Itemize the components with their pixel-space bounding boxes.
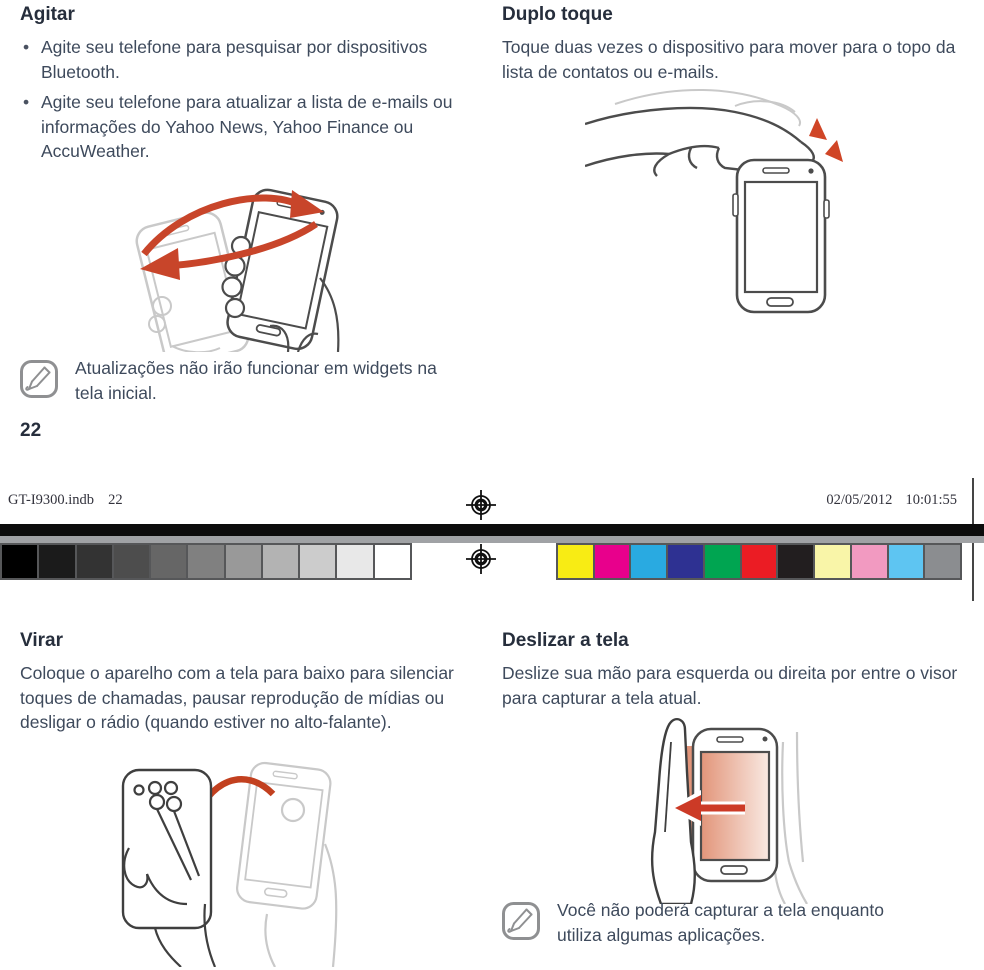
shake-phones-drawing (135, 188, 340, 367)
section-duplo-toque: Duplo toque Toque duas vezes o dispositi… (502, 2, 962, 84)
print-filename: GT-I9300.indb (8, 492, 95, 508)
agitar-bullet-list: Agite seu telefone para pesquisar por di… (20, 35, 472, 164)
color-swatch (702, 545, 740, 578)
section-title-agitar: Agitar (20, 4, 75, 25)
swipe-hand-phone-drawing (650, 718, 808, 906)
section-title-virar: Virar (20, 630, 63, 651)
registration-mark-top (466, 490, 496, 520)
list-item: Agite seu telefone para atualizar a list… (20, 90, 472, 164)
grayscale-swatch (223, 545, 261, 578)
print-datetime: 02/05/2012 10:01:55 (826, 492, 957, 509)
crop-line-upper (972, 478, 974, 524)
note-text: Atualizações não irão funcionar em widge… (75, 358, 437, 403)
section-body: Deslize sua mão para esquerda ou direita… (502, 663, 958, 708)
color-swatch (813, 545, 850, 578)
color-swatch (923, 545, 961, 578)
grayscale-swatch (149, 545, 187, 578)
print-filename-line: GT-I9300.indb 22 (8, 492, 123, 509)
flip-phones-drawing (121, 761, 338, 968)
grayscale-swatch (111, 545, 150, 578)
color-swatch (592, 545, 630, 578)
note-text: Você não poderá capturar a tela enquanto… (557, 900, 884, 945)
double-tap-illustration (584, 82, 870, 352)
grayscale-swatch (298, 545, 336, 578)
list-item: Agite seu telefone para pesquisar por di… (20, 35, 472, 84)
page-number: 22 (20, 420, 42, 441)
print-time: 10:01:55 (905, 492, 957, 508)
section-title-duplo-toque: Duplo toque (502, 4, 613, 25)
print-date: 02/05/2012 (826, 492, 893, 508)
color-swatch (776, 545, 814, 578)
note-capture-limit: Você não poderá capturar a tela enquanto… (500, 898, 940, 947)
separator-bar-gray (0, 536, 984, 543)
section-body: Toque duas vezes o dispositivo para move… (502, 37, 956, 82)
tap-hand-phone-drawing (584, 89, 843, 314)
pencil-note-icon (500, 900, 542, 947)
section-title-deslizar: Deslizar a tela (502, 630, 629, 651)
color-swatch (739, 545, 777, 578)
color-swatch (666, 545, 703, 578)
bullet-text: Agite seu telefone para atualizar a list… (41, 92, 453, 161)
color-swatch (849, 545, 887, 578)
section-virar: Virar Coloque o aparelho com a tela para… (20, 628, 470, 735)
grayscale-swatch (74, 545, 112, 578)
color-swatch (558, 545, 593, 578)
section-agitar: Agitar Agite seu telefone para pesquisar… (20, 2, 472, 170)
section-body: Coloque o aparelho com a tela para baixo… (20, 663, 454, 732)
color-calibration-bar (556, 543, 962, 580)
grayscale-swatch (186, 545, 224, 578)
grayscale-swatch (335, 545, 373, 578)
grayscale-calibration-bar (0, 543, 412, 580)
grayscale-swatch (2, 545, 38, 578)
print-file-page: 22 (108, 492, 123, 508)
flip-gesture-illustration (95, 752, 350, 970)
shake-gesture-illustration (112, 156, 347, 367)
section-deslizar: Deslizar a tela Deslize sua mão para esq… (502, 628, 964, 710)
grayscale-swatch (372, 545, 410, 578)
color-swatch (629, 545, 667, 578)
swipe-capture-illustration (545, 712, 845, 909)
crop-line-lower (972, 543, 974, 601)
pencil-note-icon (18, 358, 60, 405)
registration-mark-bottom (466, 544, 496, 574)
bullet-text: Agite seu telefone para pesquisar por di… (41, 37, 428, 82)
separator-bar-black (0, 524, 984, 536)
color-swatch (886, 545, 924, 578)
note-updates-widgets: Atualizações não irão funcionar em widge… (18, 356, 476, 405)
grayscale-swatch (37, 545, 75, 578)
grayscale-swatch (260, 545, 299, 578)
